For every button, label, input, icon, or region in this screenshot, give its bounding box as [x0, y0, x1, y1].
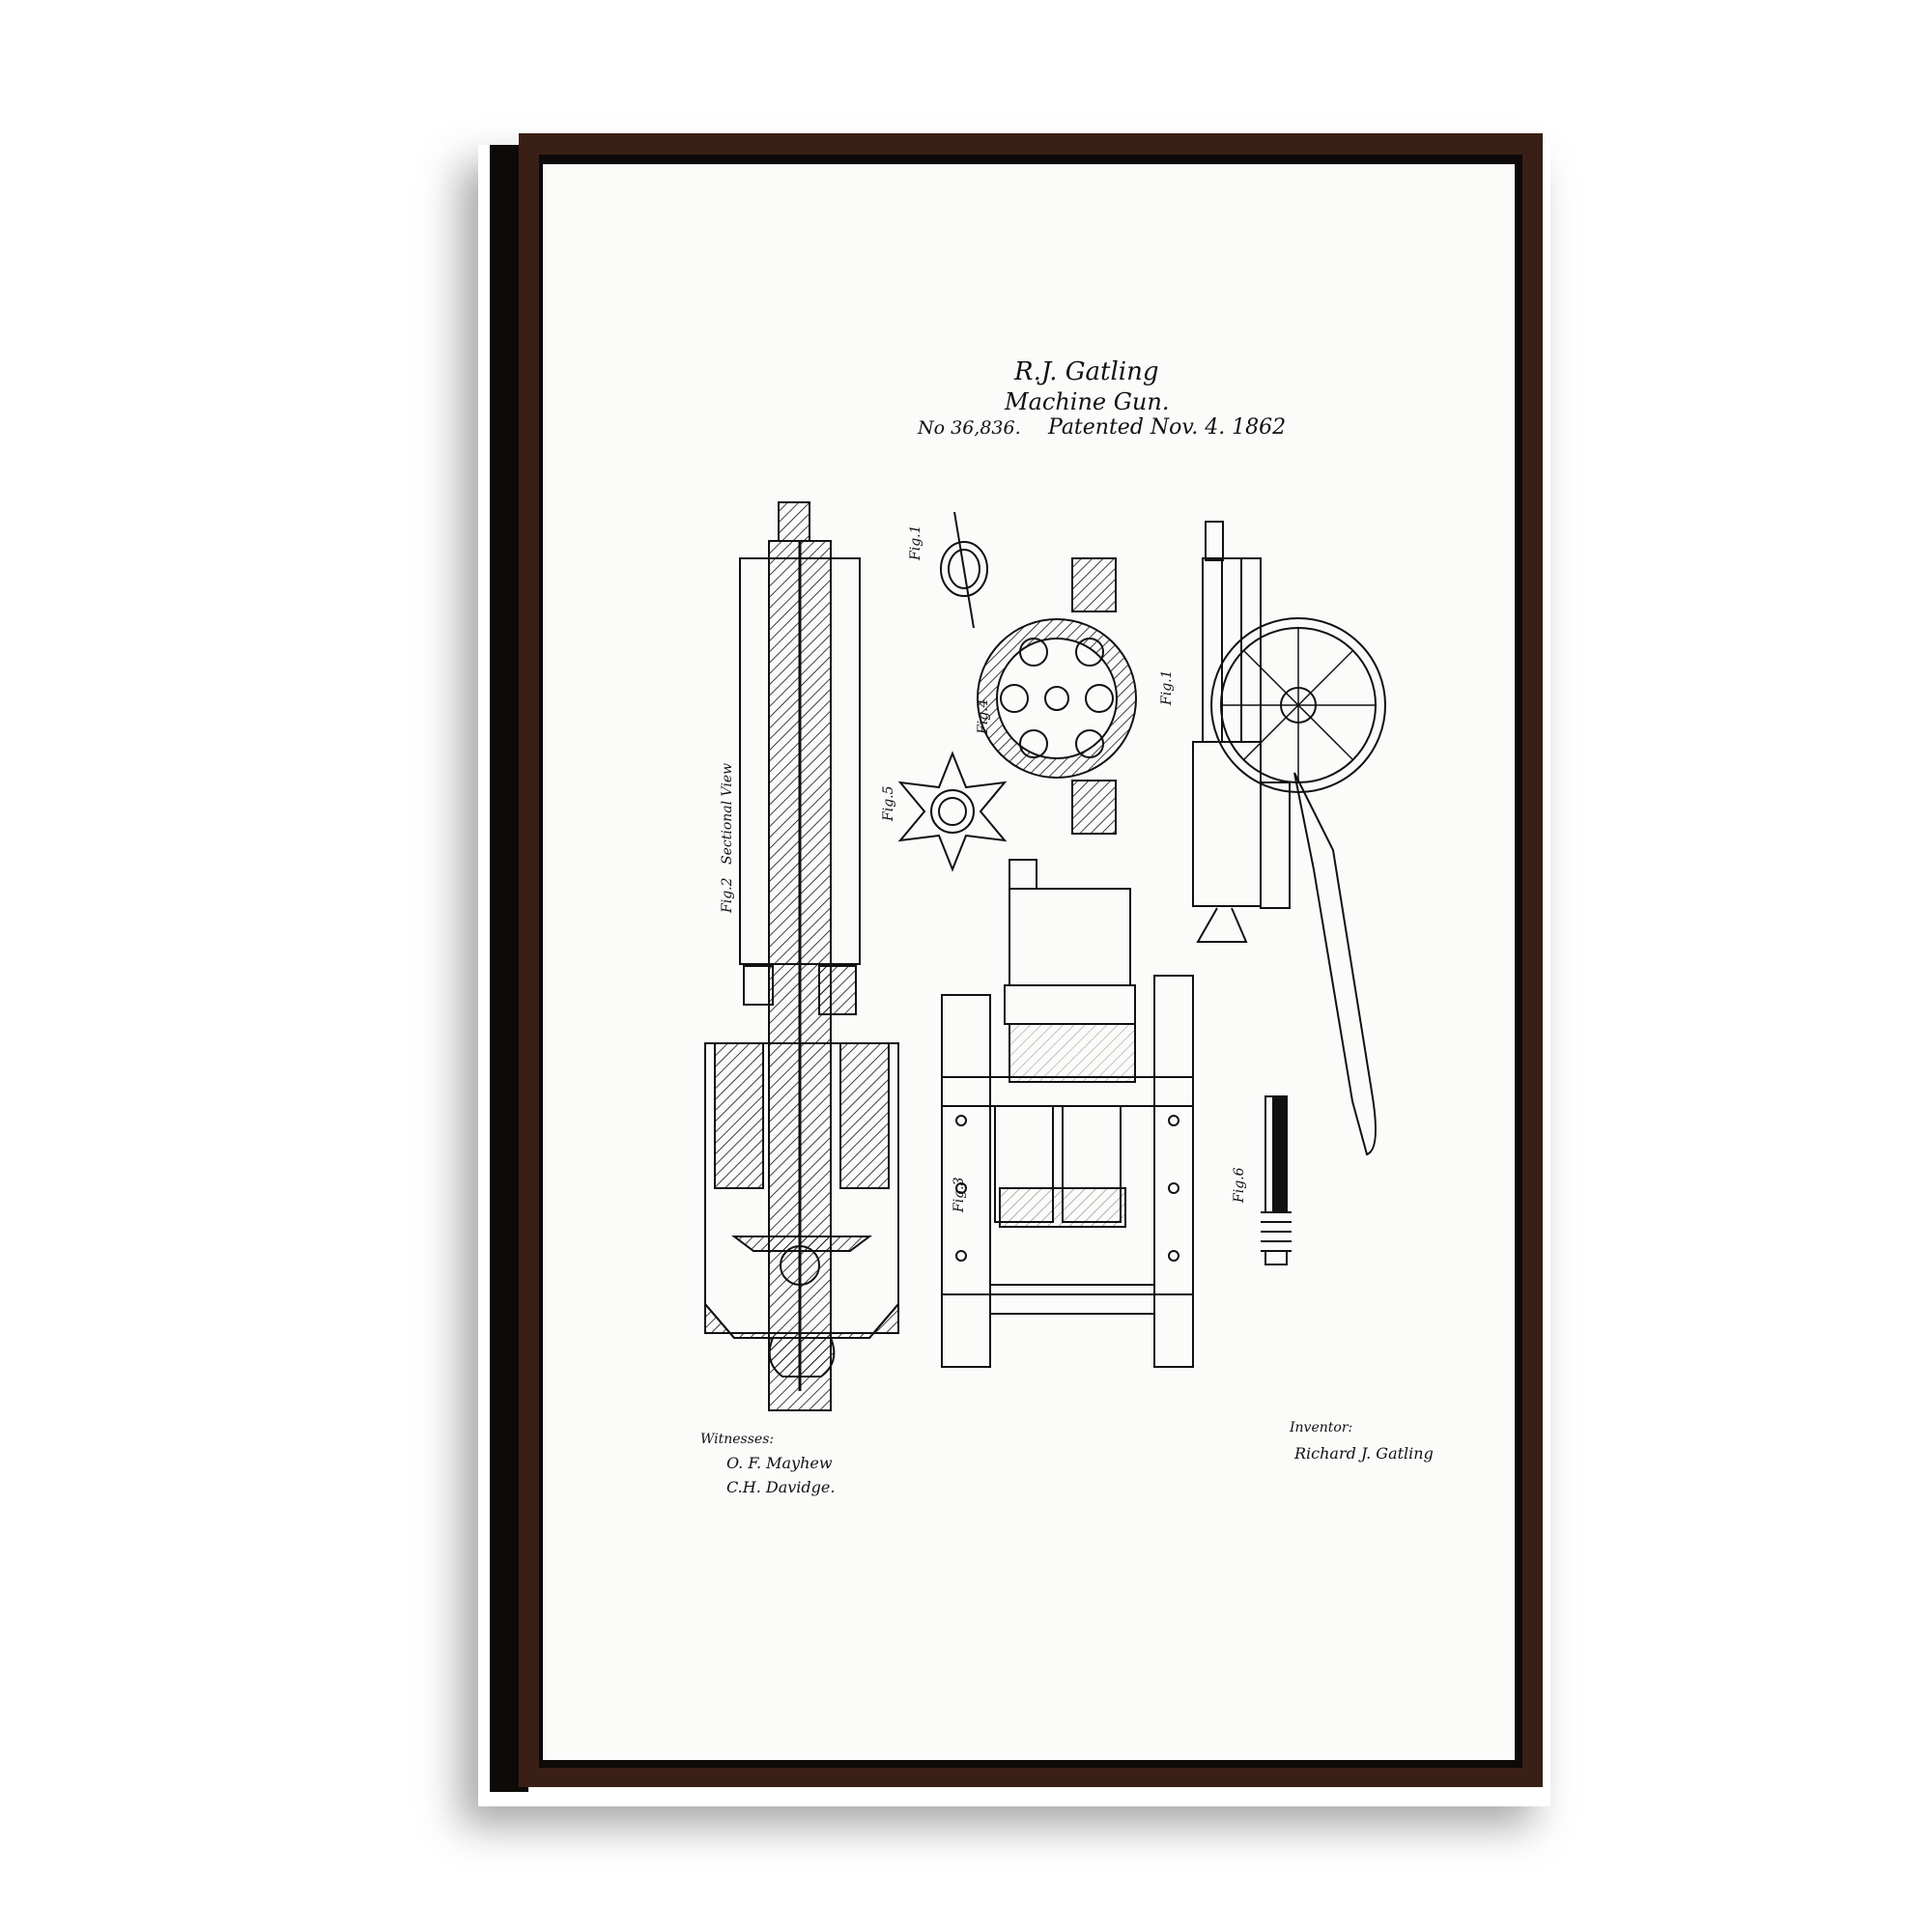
fig5-carrier: [897, 751, 1008, 872]
inventor-label: Inventor:: [1290, 1420, 1353, 1435]
patent-title: Machine Gun.: [1005, 388, 1170, 415]
fig2-label: Fig.2: [720, 877, 735, 913]
fig1-spring-label: Fig.1: [908, 525, 923, 560]
patent-date: Patented Nov. 4. 1862: [1048, 415, 1287, 440]
fig3-label: Fig.3: [952, 1177, 967, 1212]
fig2-sectional-view: [704, 501, 899, 1411]
fig1-spring: [940, 511, 988, 629]
inventor-signature: Richard J. Gatling: [1294, 1444, 1434, 1463]
fig4-label: Fig.4: [976, 698, 991, 734]
witnesses-label: Witnesses:: [700, 1432, 775, 1447]
patent-number: No 36,836.: [918, 417, 1021, 439]
witness-2-signature: C.H. Davidge.: [726, 1478, 836, 1496]
fig3-frame-view: [941, 859, 1194, 1368]
fig1-side-view: [1192, 521, 1386, 1156]
fig5-label: Fig.5: [881, 785, 896, 821]
canvas-print: [543, 164, 1515, 1760]
fig6-lock: [1261, 1095, 1292, 1265]
witness-1-signature: O. F. Mayhew: [726, 1454, 833, 1472]
fig2-caption: Sectional View: [720, 762, 735, 865]
fig4-barrel-cluster: [977, 557, 1137, 835]
patent-inventor-name: R.J. Gatling: [1014, 357, 1159, 386]
fig1-side-label: Fig.1: [1159, 669, 1175, 705]
fig6-label: Fig.6: [1232, 1167, 1247, 1203]
